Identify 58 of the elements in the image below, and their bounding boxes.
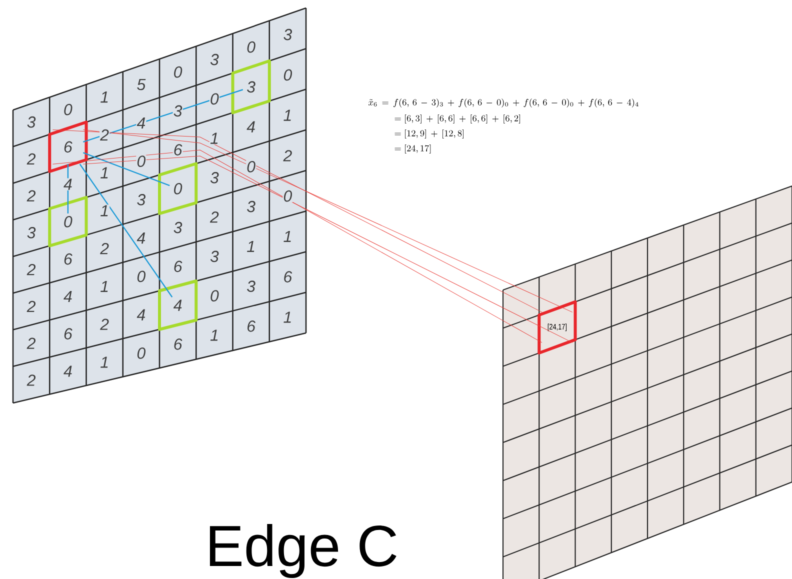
highlighted-cell: 4: [158, 280, 198, 331]
grid-number: 2: [100, 128, 110, 142]
grid-number: 6: [172, 144, 183, 156]
connector-line: [82, 152, 170, 186]
grid-number: 1: [100, 356, 110, 368]
grid-number: 0: [209, 92, 220, 106]
grid-number: 2: [282, 150, 293, 162]
grid-number: 1: [209, 132, 220, 144]
grid-number: 6: [282, 270, 293, 284]
grid-number: 0: [136, 270, 146, 283]
grid-number: 3: [209, 250, 220, 263]
connector-line: [82, 89, 244, 143]
connector-line: [79, 164, 173, 298]
grid-number: 6: [172, 260, 183, 273]
grid-number: 2: [26, 337, 36, 350]
grid-number: 0: [136, 346, 146, 360]
grid-number: 1: [100, 166, 110, 179]
grid-number: 0: [246, 160, 256, 173]
grid-number: 2: [100, 242, 110, 255]
grid-number: 1: [282, 109, 293, 122]
connector-line: [67, 164, 69, 214]
grid-number: 0: [282, 190, 293, 202]
grid-number: 1: [246, 240, 256, 253]
highlighted-cell: [24,17]: [538, 300, 577, 354]
grid-number: 4: [246, 120, 256, 133]
grid-number: 3: [282, 28, 293, 41]
grid-number: 3: [246, 200, 256, 213]
grid-number: 4: [136, 116, 146, 130]
grid-number: 3: [172, 104, 183, 118]
grid-number: 4: [62, 178, 73, 190]
formula-line: $= [12,9] \,+\, [12,8]$: [394, 130, 464, 139]
grid-number: 1: [282, 230, 293, 243]
grid-number: 4: [62, 365, 73, 378]
formula-line: $\tilde{x}_6 \,=\, f(6,\, 6\,-\,3)_3 \,+\, f(6,\, 6\,-\,0)_0 \,+\, f(6,\, 6\,-\,0)_0 \,+\, f(6,\, 6\,-\,4)_4$: [368, 98, 638, 108]
grid-number: 1: [209, 329, 220, 342]
grid-number: 2: [26, 190, 36, 202]
grid-number: 2: [100, 318, 110, 330]
heading: Edge C: [210, 524, 396, 578]
grid-number: 5: [136, 78, 146, 91]
grid-number: 4: [136, 232, 146, 244]
grid-number: 1: [100, 204, 110, 217]
grid-number: 1: [100, 280, 110, 293]
highlighted-cell: 0: [48, 196, 88, 248]
formula-line: $= [6,3] \,+\, [6,6] \,+\, [6,6] \,+\, [6,2]$: [394, 114, 520, 124]
grid-number: 1: [282, 311, 293, 324]
grid-number: 6: [246, 320, 256, 332]
grid-number: 0: [136, 155, 146, 168]
grid-number: 0: [209, 290, 220, 302]
highlighted-cell: 3: [231, 59, 271, 114]
highlighted-cell: 0: [158, 162, 198, 215]
grid-number: 2: [26, 374, 36, 386]
highlighted-cell: 6: [48, 120, 88, 173]
grid-number: 6: [62, 328, 73, 340]
formula-line: $= [24,17]$: [394, 144, 431, 154]
grid-number: 1: [100, 90, 110, 104]
grid-number: 3: [246, 280, 256, 293]
grid-number: 0: [282, 68, 293, 82]
grid-number: 4: [136, 308, 146, 321]
